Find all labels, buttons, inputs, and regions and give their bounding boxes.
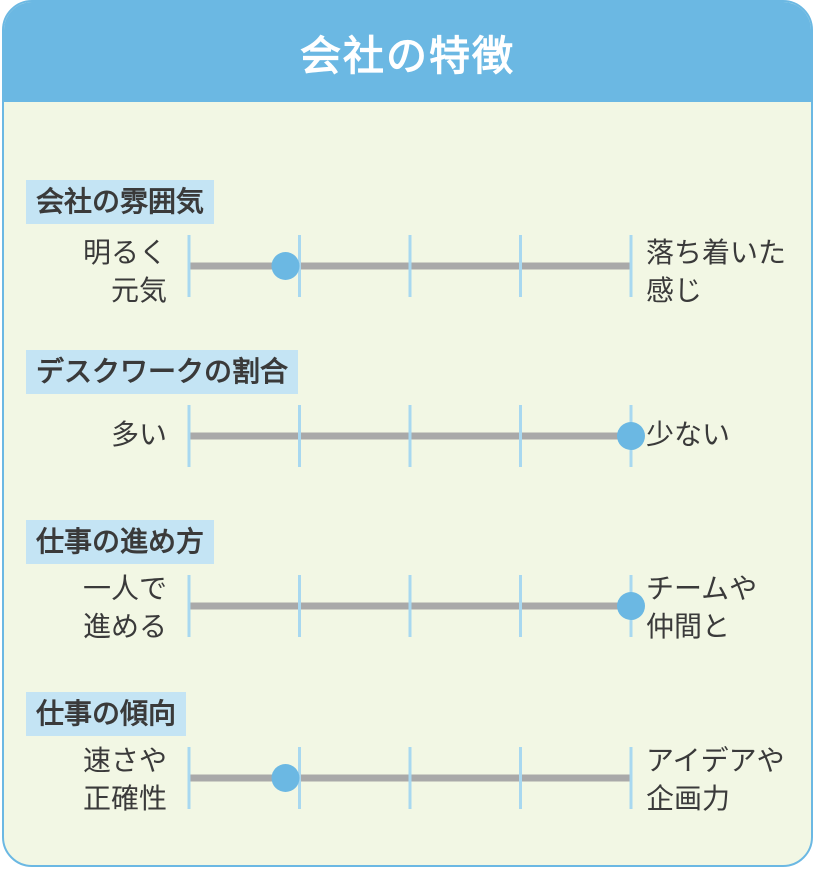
scale-marker: [617, 592, 645, 620]
scale-right-label: チームや 仲間と: [646, 572, 758, 643]
scale-right-label: 少ない: [646, 418, 731, 451]
section-label: 仕事の進め方: [26, 520, 215, 564]
section-label: 仕事の傾向: [26, 692, 187, 736]
section-work-tendency: 仕事の傾向 速さや 正確性 アイデアや 企画力: [4, 692, 811, 832]
scale-right-label: アイデアや 企画力: [646, 744, 785, 815]
section-work-style: 仕事の進め方 一人で 進める チームや 仲間と: [4, 520, 811, 660]
scale-left-label: 明るく 元気: [82, 236, 167, 307]
scale-left-label: 一人で 進める: [82, 572, 167, 643]
scale-marker: [617, 422, 645, 450]
scale-left-label: 多い: [110, 418, 167, 451]
section-label: 会社の雰囲気: [26, 180, 215, 224]
scale-marker: [271, 252, 300, 280]
scale-left-label: 速さや 正確性: [82, 744, 167, 815]
section-label: デスクワークの割合: [26, 350, 299, 394]
section-atmosphere: 会社の雰囲気 明るく 元気 落ち着いた 感じ: [4, 180, 811, 320]
section-desk-work-ratio: デスクワークの割合 多い 少ない: [4, 350, 811, 490]
card-title: 会社の特徴: [300, 32, 515, 80]
card-header: 会社の特徴: [4, 2, 811, 102]
scale-marker: [271, 764, 300, 792]
scale-right-label: 落ち着いた 感じ: [646, 236, 787, 307]
